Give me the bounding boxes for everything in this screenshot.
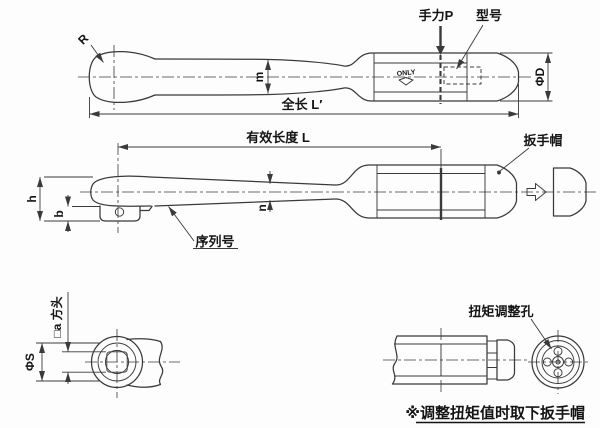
drive-ball-detent <box>114 207 125 217</box>
radius-leader <box>90 44 104 63</box>
label-torque-adjustment-hole: 扭矩调整孔 <box>468 304 533 319</box>
model-leader <box>456 24 484 70</box>
label-b: b <box>52 210 66 217</box>
remove-direction-arrow-icon <box>526 183 547 201</box>
wrench-cap-leader <box>499 147 530 172</box>
dim-h-extensions <box>44 176 100 222</box>
endview-centerlines <box>528 330 589 394</box>
label-h: h <box>25 195 39 202</box>
torque-hole-leader <box>530 318 552 350</box>
side-view-square-drive <box>99 205 153 222</box>
only-marking-diamond-icon <box>398 77 414 86</box>
label-wrench-cap: 扳手帽 <box>523 133 562 148</box>
head-end-view: ΦS □a 方头 <box>23 292 180 398</box>
label-total-length: 全长 L′ <box>281 97 323 112</box>
head-end-body-outline <box>126 338 164 388</box>
label-phid: ΦD <box>533 67 547 86</box>
side-view: 有效长度 L n h b 序列号 扳手帽 <box>25 130 598 249</box>
wrench-cap-leader-dot <box>497 170 501 175</box>
dim-square-extensions <box>62 351 106 373</box>
detached-cap-outline <box>552 167 587 217</box>
dim-phid-extensions <box>500 52 553 102</box>
end-collar-outline <box>496 339 516 381</box>
footnote: ※调整扭矩值时取下扳手帽 <box>405 404 585 424</box>
label-serial-number: 序列号 <box>195 234 234 249</box>
footnote-text: ※调整扭矩值时取下扳手帽 <box>405 404 585 422</box>
label-m: m <box>252 72 266 83</box>
handle-break-line <box>391 335 398 385</box>
hand-force-arrowhead <box>436 46 445 55</box>
adjuster-neck-lines <box>487 340 497 380</box>
only-marking-text: ONLY <box>396 69 416 78</box>
serial-number-leader <box>168 206 195 242</box>
side-view-head-outline <box>90 175 152 207</box>
label-radius: R <box>75 31 91 47</box>
label-square-drive: □a 方头 <box>49 296 64 337</box>
label-n: n <box>255 204 269 211</box>
handle-end-view: 扭矩调整孔 <box>383 304 589 394</box>
model-label-plate <box>443 66 482 85</box>
side-view-grip-lines <box>376 165 486 218</box>
label-model: 型号 <box>476 8 502 23</box>
handle-knurl-lines <box>394 343 487 377</box>
top-view: ONLY R m 全长 L′ 手力P 型号 ΦD <box>75 8 553 118</box>
top-view-body-outline <box>154 52 520 102</box>
head-end-centerlines <box>85 329 180 398</box>
label-phis: ΦS <box>23 353 37 371</box>
label-effective-length: 有效长度 L <box>246 130 310 145</box>
label-hand-force: 手力P <box>419 8 454 23</box>
